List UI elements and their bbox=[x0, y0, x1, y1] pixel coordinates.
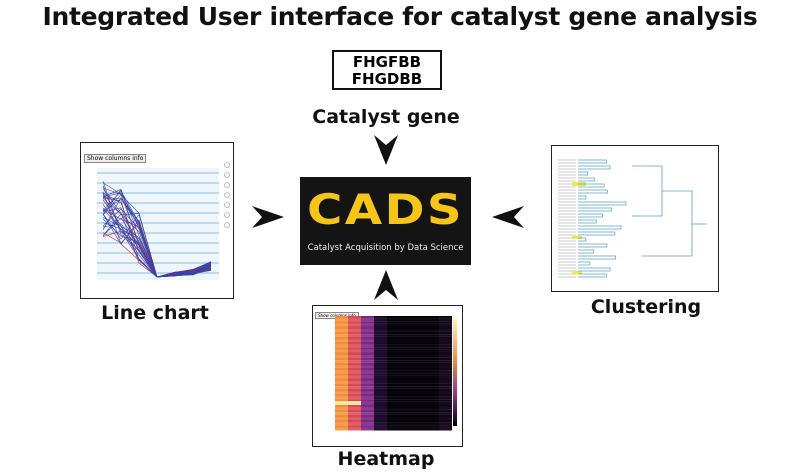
arrow-up-icon bbox=[374, 270, 398, 300]
gene-name: FHGDBB bbox=[351, 70, 423, 88]
diagram-title: Integrated User interface for catalyst g… bbox=[42, 2, 758, 31]
gene-box: FHGFBB FHGDBB bbox=[332, 50, 442, 90]
arrow-left-icon bbox=[492, 206, 524, 228]
dendrogram-thumbnail bbox=[558, 159, 707, 278]
heatmap-label: Heatmap bbox=[337, 448, 435, 470]
heatmap-thumbnail bbox=[335, 316, 457, 431]
cads-subtitle: Catalyst Acquisition by Data Science bbox=[307, 243, 464, 253]
clustering-panel bbox=[551, 145, 719, 292]
heatmap-panel: Show columns info bbox=[312, 305, 463, 447]
show-columns-button[interactable]: Show columns info bbox=[84, 154, 147, 163]
line-chart-thumbnail bbox=[97, 162, 230, 280]
catalyst-gene-label: Catalyst gene bbox=[312, 106, 460, 128]
line-chart-panel: Show columns info bbox=[80, 142, 234, 299]
line-chart-label: Line chart bbox=[101, 302, 209, 324]
gene-name: FHGFBB bbox=[352, 53, 422, 71]
cads-logo-box: CADS Catalyst Acquisition by Data Scienc… bbox=[300, 177, 471, 265]
arrow-down-icon bbox=[374, 135, 398, 165]
cads-logo: CADS bbox=[307, 185, 464, 234]
clustering-label: Clustering bbox=[590, 296, 702, 318]
arrow-right-icon bbox=[252, 206, 284, 228]
